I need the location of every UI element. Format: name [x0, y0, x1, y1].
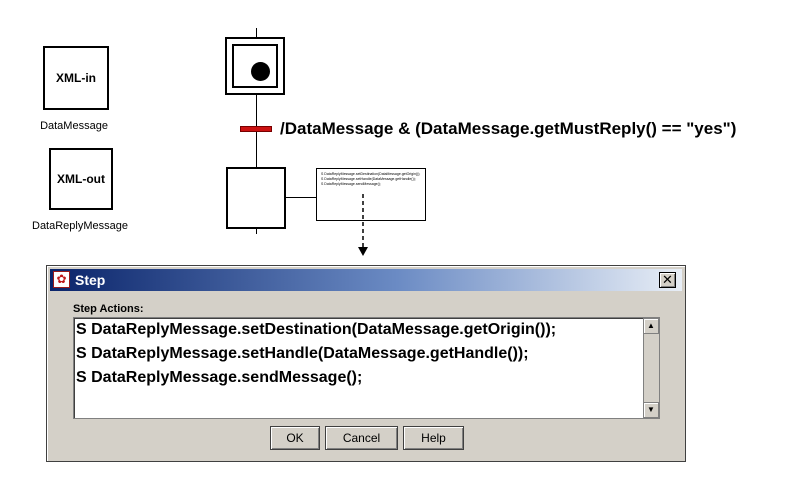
- xml-out-block[interactable]: XML-out: [49, 148, 113, 210]
- xml-in-block[interactable]: XML-in: [43, 46, 109, 110]
- bottom-connector: [256, 229, 257, 234]
- zoom-arrow: [358, 194, 368, 256]
- action-step[interactable]: [226, 167, 286, 229]
- scroll-up-arrow-icon[interactable]: ▲: [643, 318, 659, 334]
- connector-step-to-transition: [256, 95, 257, 126]
- step-actions-preview[interactable]: S DataReplyMessage.setDestination(DataMe…: [316, 168, 426, 221]
- xml-out-label: XML-out: [57, 172, 105, 186]
- dialog-title: Step: [75, 272, 106, 288]
- vertical-scrollbar[interactable]: ▲ ▼: [643, 318, 659, 418]
- help-button[interactable]: Help: [403, 426, 464, 450]
- step-dialog: ✿ Step ✕ Step Actions: S DataReplyMessag…: [46, 265, 686, 462]
- connector-transition-to-step: [256, 132, 257, 167]
- cancel-button[interactable]: Cancel: [325, 426, 398, 450]
- step-actions-label: Step Actions:: [73, 303, 144, 315]
- token-dot: [251, 62, 270, 81]
- action-line: S DataReplyMessage.sendMessage();: [76, 369, 363, 386]
- initial-step[interactable]: [225, 37, 285, 95]
- action-link-line: [286, 197, 317, 198]
- close-button[interactable]: ✕: [659, 272, 676, 288]
- initial-step-inner: [232, 44, 278, 88]
- xml-out-caption: DataReplyMessage: [32, 220, 128, 232]
- scroll-track[interactable]: [643, 334, 659, 402]
- action-line: S DataReplyMessage.setHandle(DataMessage…: [76, 345, 529, 362]
- preview-line: S DataReplyMessage.sendMessage();: [321, 182, 381, 186]
- preview-line: S DataReplyMessage.setDestination(DataMe…: [321, 172, 421, 176]
- transition-condition[interactable]: /DataMessage & (DataMessage.getMustReply…: [280, 119, 737, 138]
- step-actions-textarea[interactable]: S DataReplyMessage.setDestination(DataMe…: [73, 317, 660, 419]
- scroll-down-arrow-icon[interactable]: ▼: [643, 402, 659, 418]
- xml-in-caption: DataMessage: [40, 120, 108, 132]
- ok-button[interactable]: OK: [270, 426, 320, 450]
- dialog-titlebar[interactable]: ✿ Step ✕: [50, 269, 682, 291]
- transition-bar[interactable]: [240, 126, 272, 132]
- app-icon: ✿: [53, 271, 70, 288]
- action-line: S DataReplyMessage.setDestination(DataMe…: [76, 321, 557, 338]
- preview-line: S DataReplyMessage.setHandle(DataMessage…: [321, 177, 416, 181]
- xml-in-label: XML-in: [56, 71, 96, 85]
- top-connector: [256, 28, 257, 37]
